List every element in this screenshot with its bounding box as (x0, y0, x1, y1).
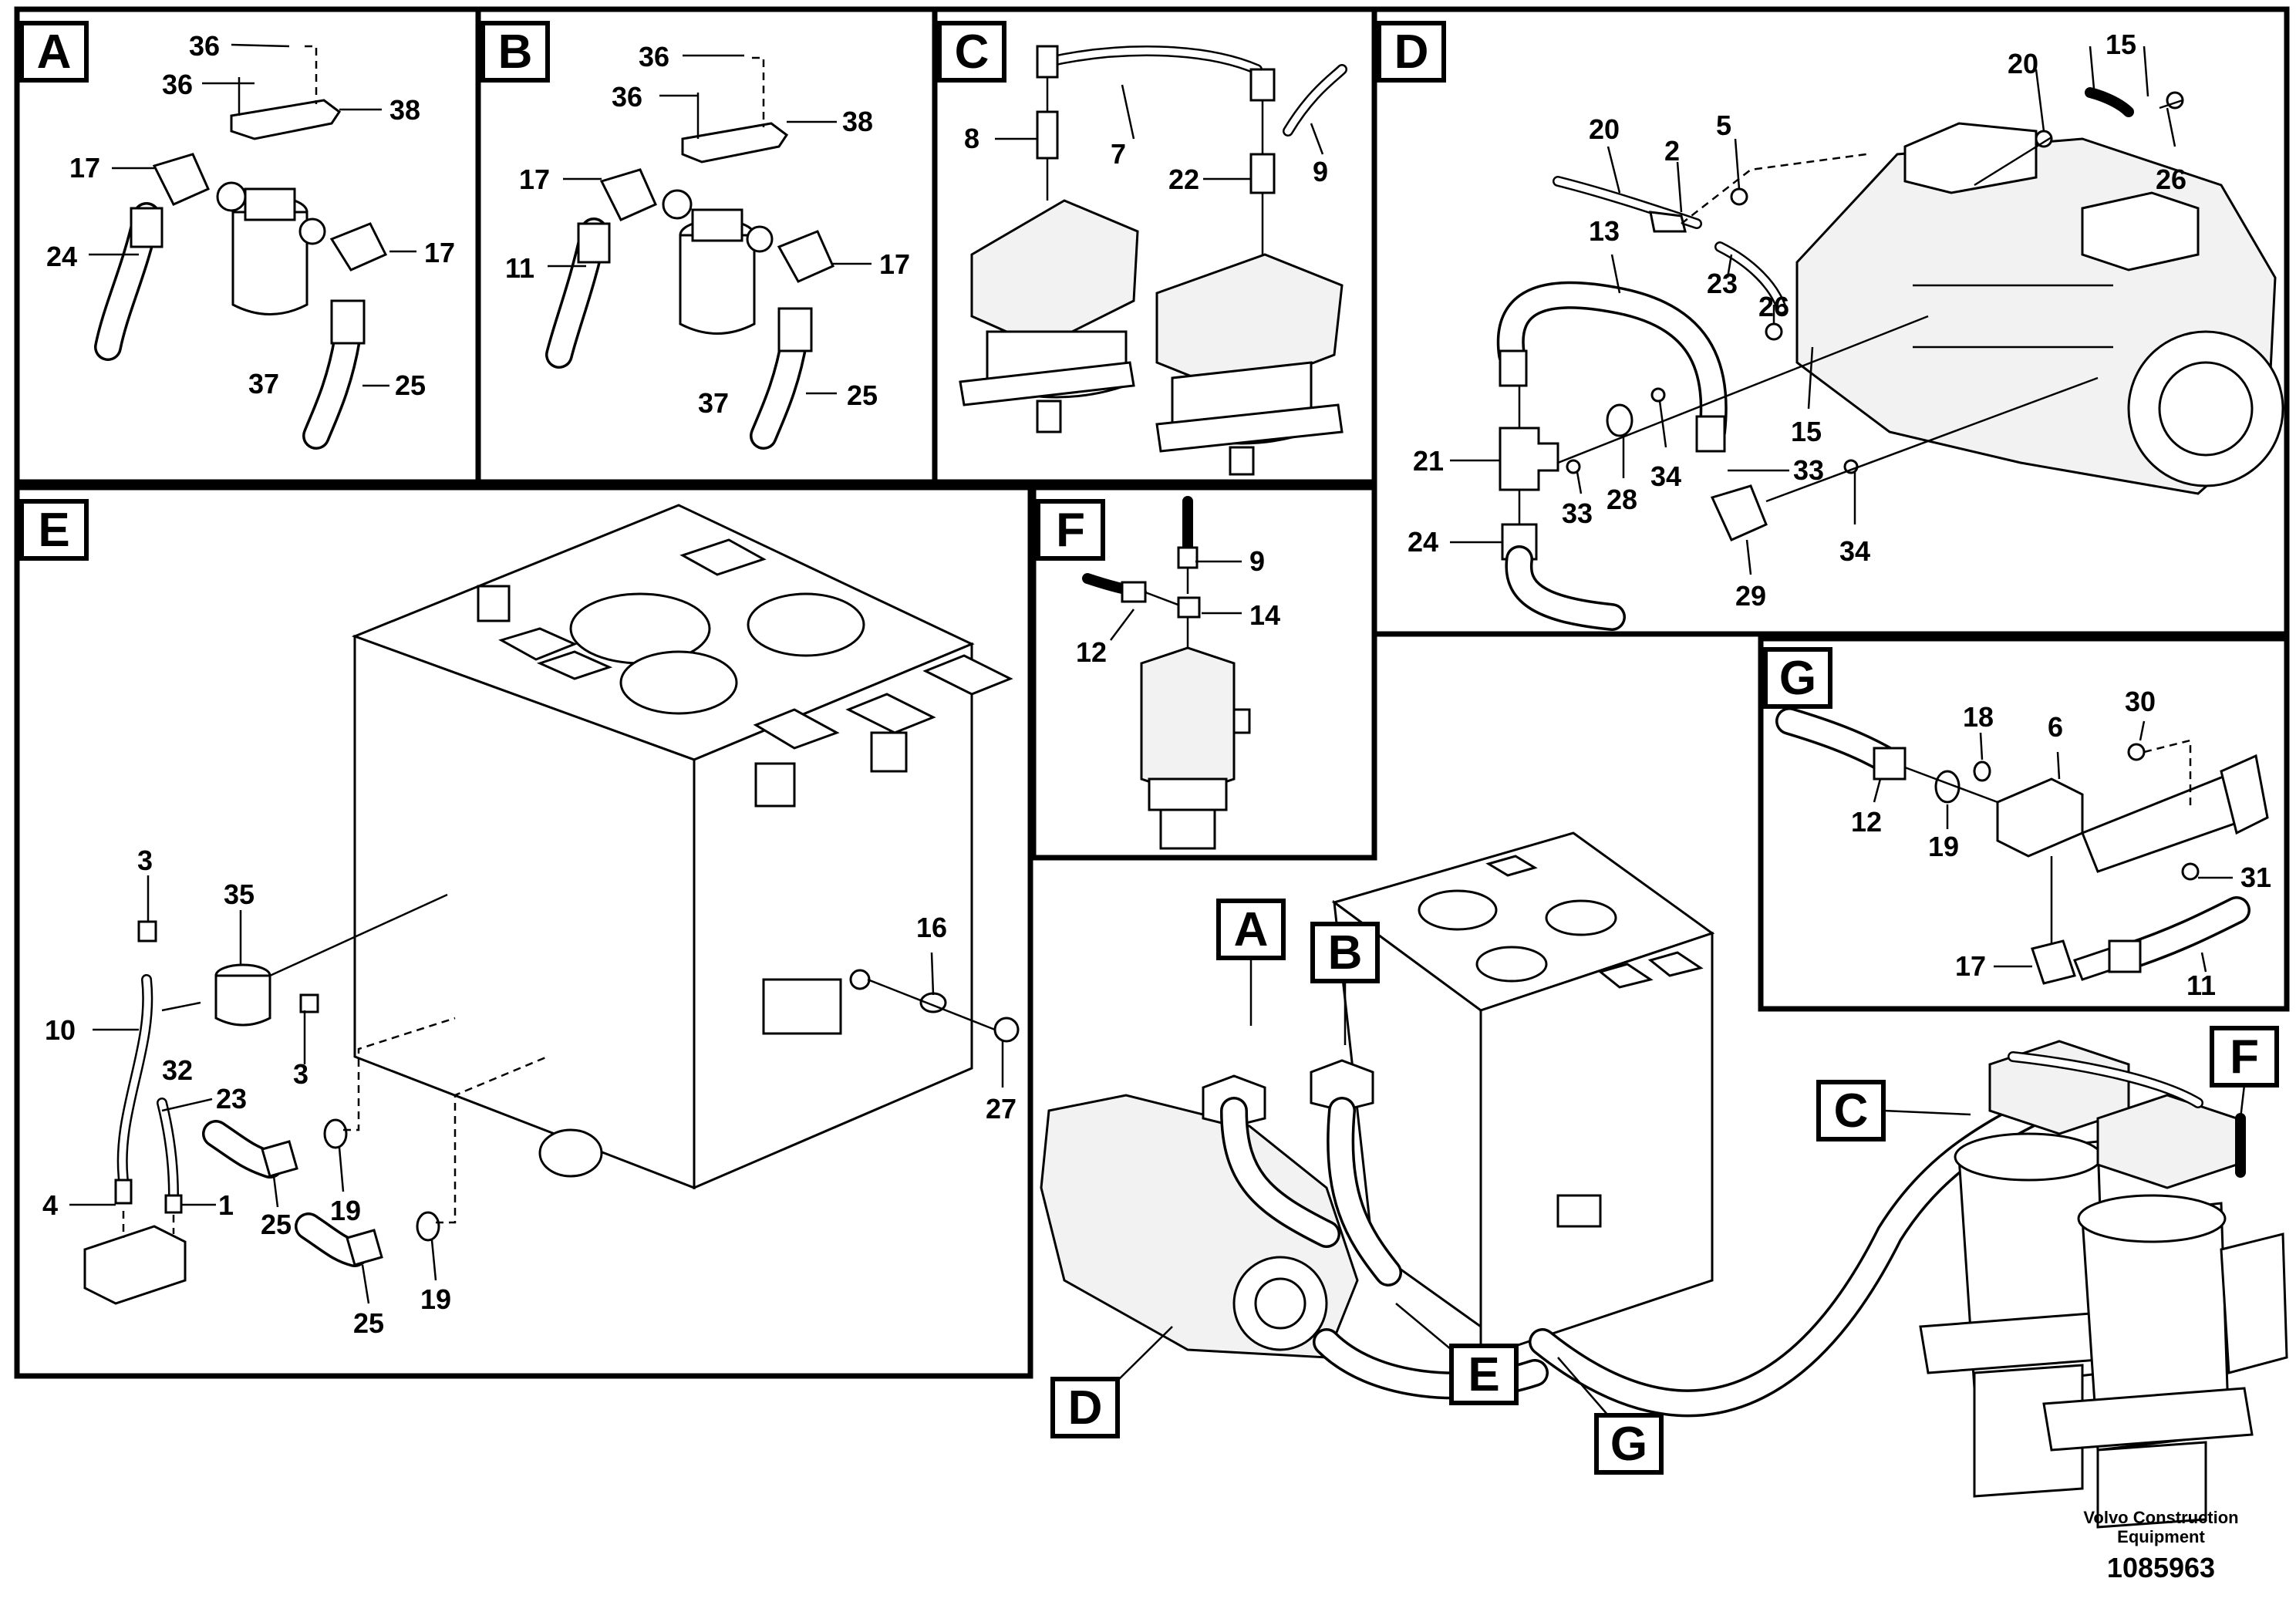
overview-marker-c: C (1816, 1080, 1971, 1141)
callout: 12 (1076, 636, 1107, 668)
callout: 24 (46, 241, 77, 272)
panel-d-label: D (1394, 25, 1429, 79)
panel-e-label: E (38, 504, 69, 557)
overview-marker-e: E (1395, 1303, 1519, 1405)
callout: 1 (218, 1189, 234, 1221)
callout: 20 (2008, 48, 2038, 79)
callout: 25 (847, 379, 878, 411)
callout: 20 (1589, 113, 1620, 145)
callout: 25 (261, 1209, 292, 1240)
callout: 7 (1111, 138, 1126, 170)
callout: 9 (1249, 545, 1265, 577)
callout: 11 (505, 252, 534, 284)
callout: 16 (916, 912, 947, 943)
callout: 13 (1589, 215, 1620, 247)
callout: 15 (2106, 29, 2136, 60)
callout: 25 (353, 1307, 384, 1339)
callout: 37 (248, 368, 279, 400)
panel-b: B 36 36 38 17 17 11 37 25 (475, 6, 938, 485)
callout: 17 (519, 164, 550, 195)
panel-g: G 18 6 30 12 19 31 17 1 (1758, 636, 2290, 1012)
callout: 38 (842, 106, 873, 137)
callout: 10 (45, 1014, 76, 1046)
callout: 2 (1664, 135, 1680, 167)
callout: 17 (69, 152, 100, 184)
callout: 31 (2240, 862, 2271, 893)
callout: 27 (986, 1093, 1017, 1125)
panel-g-label: G (1779, 652, 1816, 705)
callout: 23 (216, 1083, 247, 1114)
callout: 17 (1955, 950, 1986, 982)
panel-f: F 9 14 12 (1030, 484, 1377, 861)
overview-marker-f: F (2210, 1026, 2279, 1119)
callout: 36 (612, 81, 642, 113)
panel-e: E (14, 484, 1033, 1379)
panel-d: D (1371, 6, 2290, 637)
callout: 36 (162, 69, 193, 100)
callout: 35 (224, 878, 255, 910)
callout: 26 (1758, 291, 1789, 322)
callout: 19 (330, 1195, 361, 1226)
overview-marker-a: A (1216, 899, 1286, 1026)
panel-b-label: B (498, 25, 533, 79)
callout: 6 (2048, 711, 2063, 743)
callout: 9 (1313, 156, 1328, 187)
svg-text:E: E (1468, 1348, 1499, 1401)
brand-line-2: Equipment (2117, 1527, 2205, 1546)
overview-marker-b: B (1310, 922, 1380, 1045)
overview-illustration: A B C D E F G (1040, 831, 2288, 1529)
callout: 21 (1413, 445, 1444, 477)
callout: 12 (1851, 806, 1882, 838)
callout: 11 (2186, 969, 2216, 1001)
svg-text:A: A (1234, 903, 1269, 956)
svg-text:G: G (1610, 1418, 1647, 1471)
callout: 14 (1249, 599, 1280, 631)
callout: 23 (1707, 268, 1738, 299)
svg-text:B: B (1328, 926, 1363, 980)
callout: 25 (395, 369, 426, 401)
callout: 24 (1408, 526, 1438, 558)
callout: 18 (1963, 701, 1994, 733)
callout: 33 (1562, 497, 1593, 529)
callout: 33 (1793, 454, 1824, 486)
footer: Volvo Construction Equipment 1085963 (2083, 1508, 2238, 1583)
callout: 3 (293, 1058, 308, 1090)
callout: 29 (1735, 580, 1766, 612)
callout: 15 (1791, 416, 1822, 447)
callout: 8 (964, 123, 979, 154)
callout: 3 (137, 845, 153, 876)
callout: 38 (389, 94, 420, 126)
panel-c: C 8 7 22 9 (932, 6, 1377, 485)
callout: 17 (879, 248, 910, 280)
callout: 5 (1716, 110, 1731, 141)
callout: 19 (1928, 831, 1959, 862)
overview-marker-g: G (1557, 1357, 1664, 1475)
panel-a-label: A (37, 25, 72, 79)
drawing-number: 1085963 (2107, 1552, 2215, 1583)
svg-text:F: F (2230, 1030, 2259, 1084)
callout: 37 (698, 387, 729, 419)
callout: 34 (1650, 460, 1681, 492)
panel-c-label: C (955, 25, 990, 79)
callout: 32 (162, 1054, 193, 1086)
callout: 22 (1168, 164, 1199, 195)
callout: 36 (639, 41, 669, 73)
callout: 19 (420, 1283, 451, 1315)
svg-text:D: D (1068, 1381, 1103, 1435)
callout: 34 (1839, 535, 1870, 567)
callout: 17 (424, 237, 455, 268)
callout: 30 (2125, 686, 2156, 717)
panel-a: A 36 36 38 17 17 24 37 25 (14, 6, 481, 485)
callout: 36 (189, 30, 220, 62)
panel-f-label: F (1056, 504, 1085, 557)
callout: 4 (42, 1189, 58, 1221)
svg-text:C: C (1834, 1084, 1869, 1138)
overview-marker-d: D (1050, 1326, 1173, 1438)
callout: 28 (1607, 484, 1637, 515)
brand-line-1: Volvo Construction (2083, 1508, 2238, 1527)
callout: 26 (2156, 164, 2186, 195)
